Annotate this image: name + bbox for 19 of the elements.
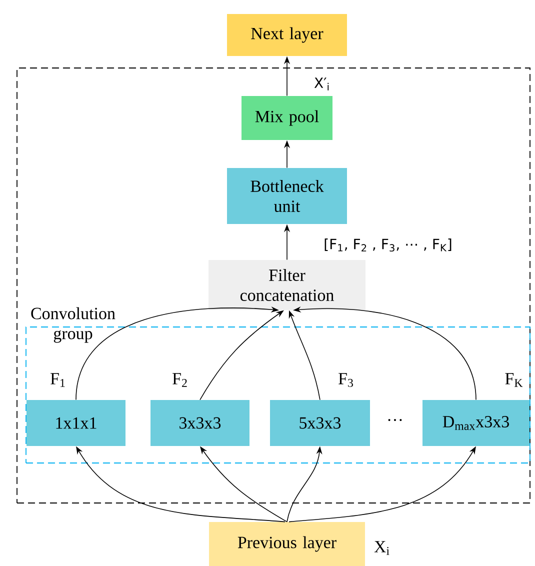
beside-label: F$_{1}$ <box>50 373 65 387</box>
process-box: Filter concatenation <box>208 260 366 310</box>
conv-box: 1x1x1 <box>26 400 126 446</box>
beside-label: F$_{K}$ <box>505 373 523 387</box>
beside-label: X$_{i}$ <box>374 541 390 555</box>
edge-label: X′$_{i}$ <box>313 76 331 92</box>
output-box: Next layer <box>227 14 347 56</box>
node-label: Convolution <box>31 307 116 320</box>
ellipsis-label: … <box>388 419 402 421</box>
conv-box: D$_{max}$x3x3 <box>422 400 530 446</box>
conv-box: 3x3x3 <box>150 400 250 446</box>
process-box: Bottleneck unit <box>227 168 347 224</box>
process-box: Mix pool <box>242 96 332 140</box>
conv-box: 5x3x3 <box>270 400 370 446</box>
edge-label: [F$_{1}$, F$_{2}$ , F$_{3}$, ⋯ , F$_{K}$] <box>322 237 454 253</box>
input-box: Previous layer <box>209 522 365 566</box>
dashed-frame <box>16 68 530 504</box>
beside-label: F$_{3}$ <box>338 373 353 387</box>
beside-label: F$_{2}$ <box>172 373 187 387</box>
